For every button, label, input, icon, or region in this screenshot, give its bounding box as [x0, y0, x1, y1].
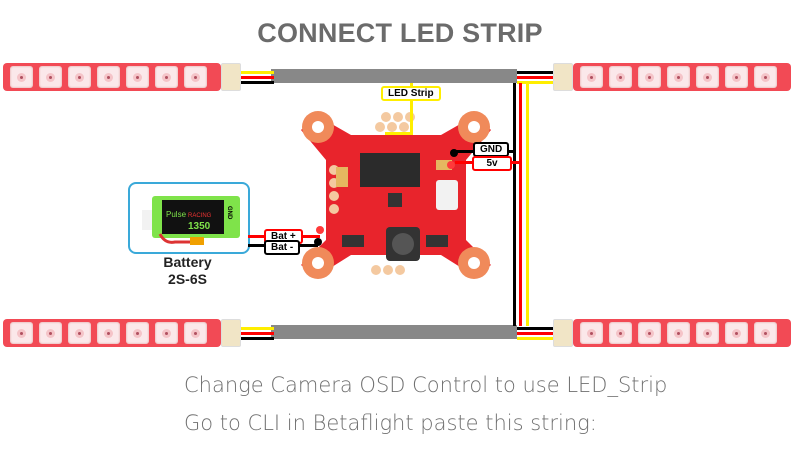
led-pixel	[39, 66, 62, 88]
led-signal-wire	[410, 96, 413, 134]
led-pixel	[155, 322, 178, 344]
led-pixel	[754, 322, 777, 344]
led-pixel	[580, 322, 603, 344]
strip-connector	[553, 319, 573, 347]
bat-minus-label: Bat -	[264, 240, 301, 255]
led-pixel	[10, 322, 33, 344]
gnd-label: GND	[473, 142, 510, 157]
strip-wires	[517, 326, 553, 340]
led-pixel	[97, 322, 120, 344]
led-pixel	[638, 66, 661, 88]
instruction-line-2: Go to CLI in Betaflight paste this strin…	[184, 411, 597, 435]
led-pixel	[10, 66, 33, 88]
led-strip-top-right	[517, 63, 791, 91]
battery-image: Pulse RACING 1350 GND	[128, 182, 250, 254]
led-pixel	[68, 66, 91, 88]
bottom-cable	[271, 325, 517, 339]
led-pixel	[580, 66, 603, 88]
five-v-label: 5v	[472, 156, 512, 171]
battery-range: 2S-6S	[168, 271, 207, 287]
led-pixel	[68, 322, 91, 344]
led-pixel	[609, 66, 632, 88]
battery-capacity: 1350	[188, 221, 211, 232]
strip-connector	[221, 63, 241, 91]
led-pixel	[667, 322, 690, 344]
led-pixel	[184, 66, 207, 88]
top-cable	[271, 69, 517, 83]
led-pixel	[184, 322, 207, 344]
led-pixel	[696, 322, 719, 344]
led-pixel	[667, 66, 690, 88]
led-pixel	[696, 66, 719, 88]
led-strip-top-left	[3, 63, 274, 91]
led-signal-wire-horizontal	[385, 132, 413, 135]
battery-sub: RACING	[188, 213, 212, 219]
vertical-power-wire	[519, 83, 522, 326]
led-pixel	[725, 322, 748, 344]
instruction-line-1: Change Camera OSD Control to use LED_Str…	[184, 373, 668, 397]
strip-wires	[241, 326, 274, 340]
led-pixel	[725, 66, 748, 88]
strip-connector	[553, 63, 573, 91]
battery-gnd-text: GND	[226, 206, 232, 220]
led-pixel	[97, 66, 120, 88]
battery-icon: Pulse RACING 1350 GND	[142, 196, 240, 245]
strip-wires	[517, 70, 553, 84]
led-pixel	[754, 66, 777, 88]
battery-caption: Battery 2S-6S	[140, 254, 235, 288]
strip-connector	[221, 319, 241, 347]
led-strip-bottom-right	[517, 319, 791, 347]
page-title: CONNECT LED STRIP	[257, 18, 543, 48]
led-pixel	[39, 322, 62, 344]
battery-name: Battery	[163, 254, 212, 270]
led-pixel	[126, 66, 149, 88]
led-pixel	[126, 322, 149, 344]
vertical-signal-wire	[526, 83, 529, 326]
strip-wires	[241, 70, 274, 84]
led-pixel	[609, 322, 632, 344]
vertical-ground-wire	[513, 83, 516, 326]
led-pixel	[155, 66, 178, 88]
led-pixel	[638, 322, 661, 344]
battery-brand: Pulse	[166, 210, 187, 219]
flight-controller-board	[301, 111, 491, 279]
led-strip-bottom-left	[3, 319, 274, 347]
led-strip-label: LED Strip	[381, 86, 441, 101]
